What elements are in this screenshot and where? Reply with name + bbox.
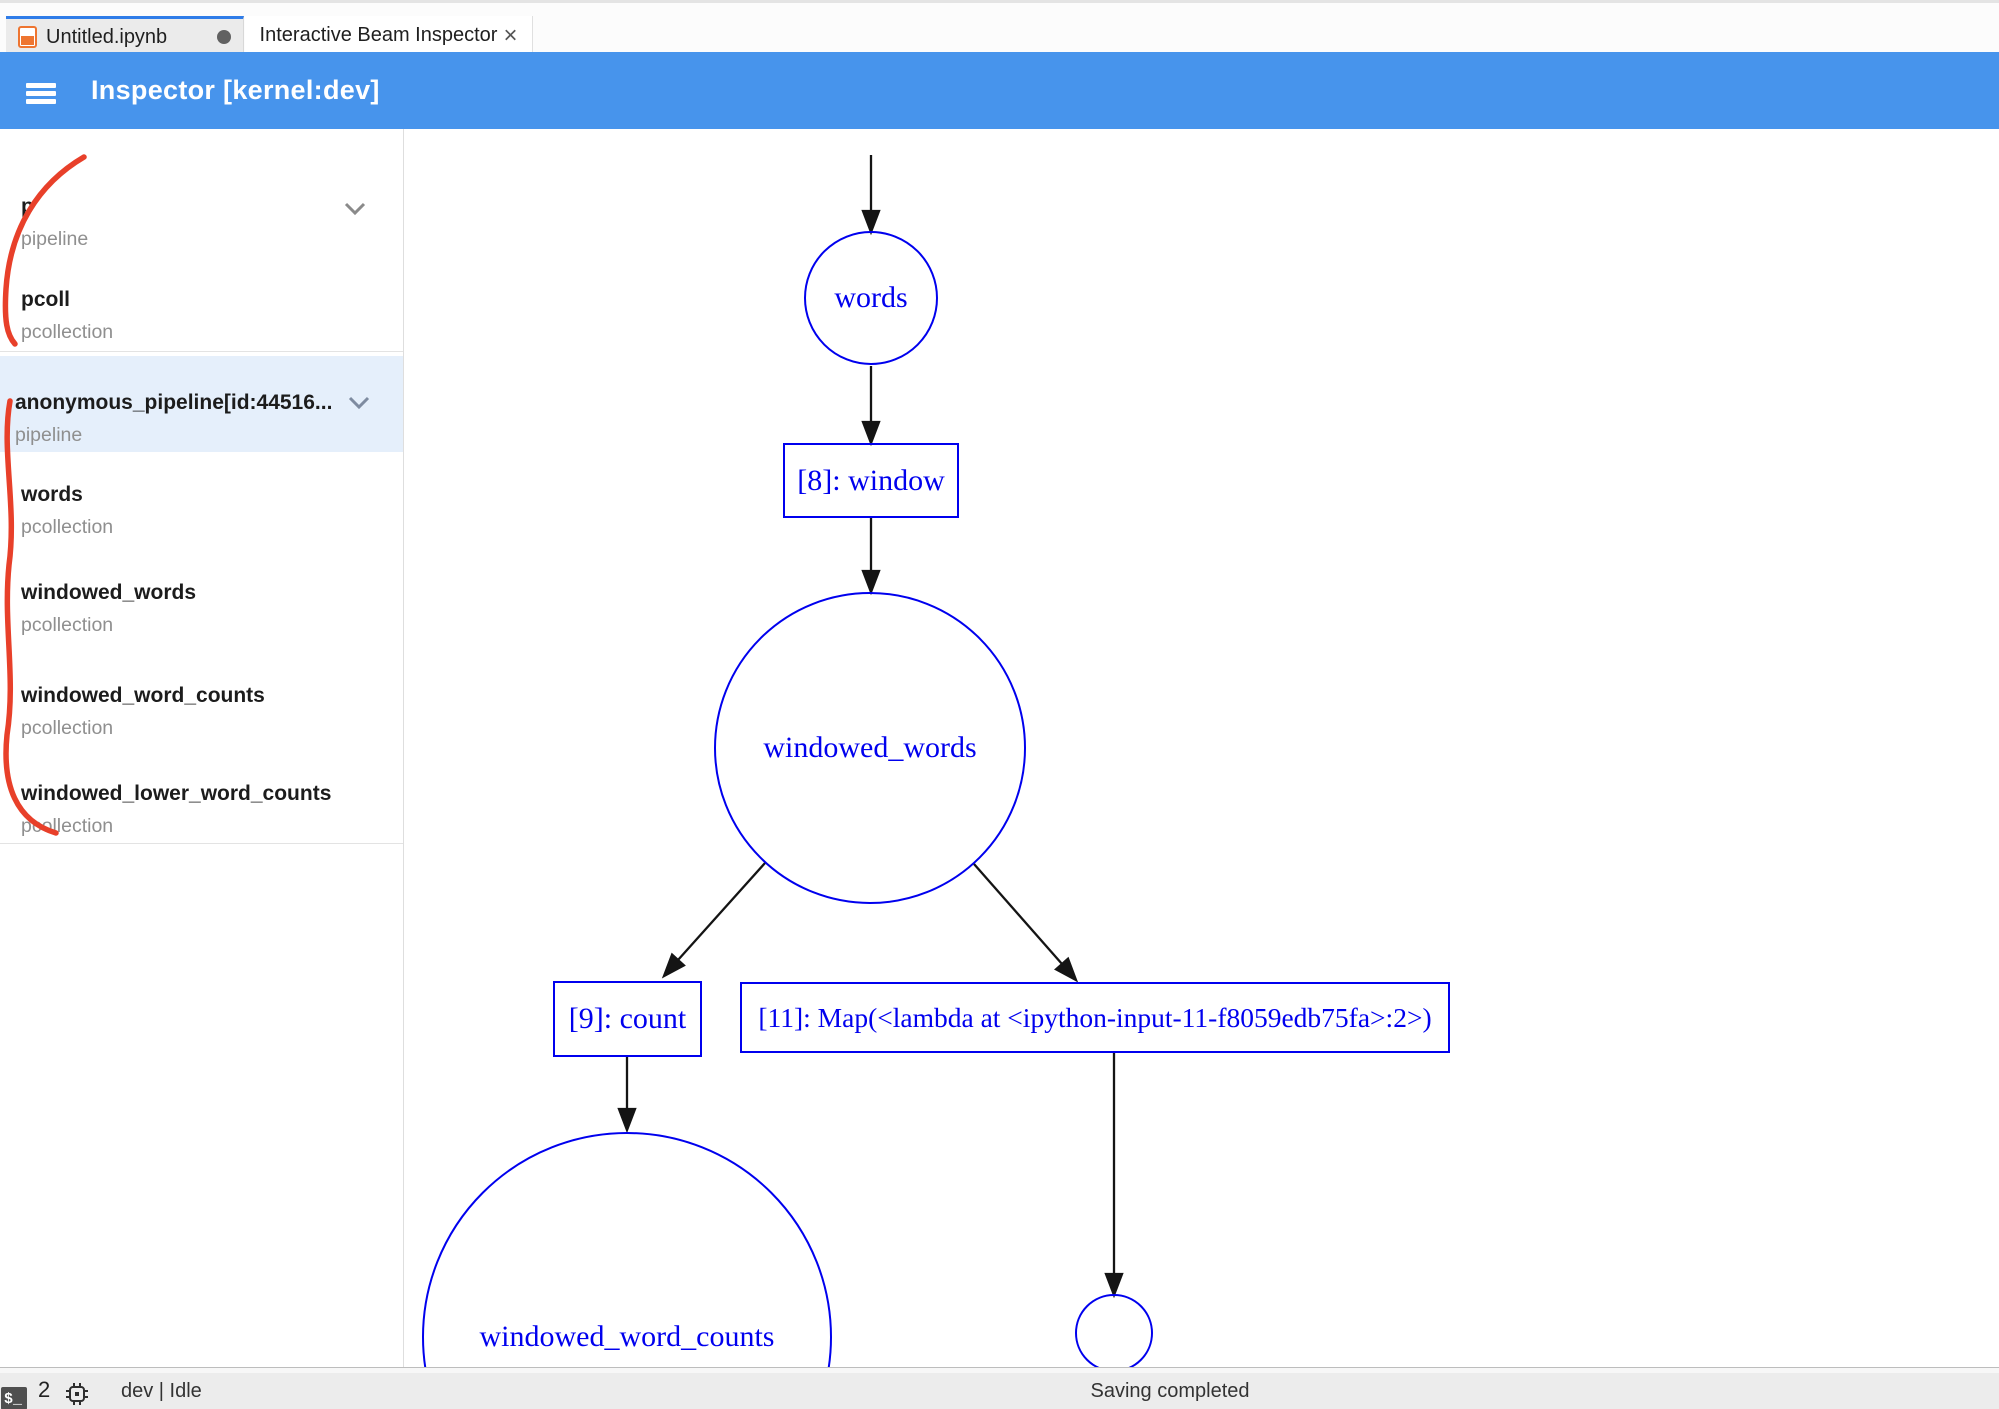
pcollection-type: pcollection [21, 614, 114, 636]
sidebar-item-windowed-words[interactable]: windowed_words pcollection [0, 579, 403, 638]
sidebar-item-words[interactable]: words pcollection [0, 481, 403, 540]
kernel-chip-icon[interactable] [65, 1382, 89, 1406]
menu-icon[interactable] [26, 83, 56, 104]
pcollection-name: words [21, 483, 83, 506]
pipeline-name: p [21, 195, 34, 218]
tab-untitled-notebook[interactable]: Untitled.ipynb [6, 16, 244, 55]
status-message: Saving completed [1090, 1380, 1250, 1402]
graph-node-words: words [804, 231, 938, 365]
graph-node-count-transform: [9]: count [553, 981, 702, 1057]
dock-tab-bar: Untitled.ipynb Interactive Beam Inspecto… [0, 0, 1999, 55]
pipeline-type: pipeline [15, 424, 83, 446]
node-label: words [834, 281, 908, 314]
sidebar-item-windowed-lower-word-counts[interactable]: windowed_lower_word_counts pcollection [0, 780, 403, 839]
tab-beam-inspector[interactable]: Interactive Beam Inspector × [245, 16, 533, 55]
node-label: windowed_word_counts [479, 1320, 775, 1353]
pcollection-name: pcoll [21, 288, 71, 311]
pcollection-type: pcollection [21, 321, 114, 343]
close-icon[interactable]: × [503, 21, 518, 49]
sidebar-item-windowed-word-counts[interactable]: windowed_word_counts pcollection [0, 682, 403, 741]
pcollection-name: windowed_lower_word_counts [21, 782, 332, 805]
pipeline-sidebar: p pipeline pcoll pcollection anonymous_p… [0, 129, 404, 1368]
tab-label: Interactive Beam Inspector [259, 24, 498, 46]
terminal-session-count[interactable]: 2 [38, 1377, 51, 1402]
terminal-icon[interactable]: $_ [1, 1387, 27, 1409]
chevron-down-icon[interactable] [347, 395, 371, 410]
kernel-status[interactable]: dev | Idle [121, 1380, 202, 1402]
pcollection-name: windowed_word_counts [21, 684, 265, 707]
sidebar-item-pcoll[interactable]: pcoll pcollection [0, 286, 403, 345]
pcollection-name: windowed_words [21, 581, 197, 604]
graph-node-windowed-words: windowed_words [714, 592, 1026, 904]
unsaved-changes-dot [217, 30, 231, 44]
graph-node-map-transform: [11]: Map(<lambda at <ipython-input-11-f… [740, 982, 1450, 1053]
status-bar: $_ 2 dev | Idle Saving completed [0, 1367, 1999, 1409]
inspector-header: Inspector [kernel:dev] [0, 52, 1999, 129]
tab-label: Untitled.ipynb [46, 25, 168, 48]
node-label: [8]: window [797, 463, 945, 497]
node-label: [11]: Map(<lambda at <ipython-input-11-f… [758, 1001, 1432, 1033]
pipeline-type: pipeline [21, 228, 89, 250]
graph-node-unnamed [1075, 1294, 1153, 1372]
node-label: [9]: count [568, 1002, 687, 1035]
graph-node-window-transform: [8]: window [783, 443, 959, 518]
sidebar-item-anonymous-pipeline[interactable]: anonymous_pipeline[id:44516... pipeline [0, 356, 403, 452]
pcollection-type: pcollection [21, 815, 114, 837]
page-title: Inspector [kernel:dev] [91, 74, 380, 105]
divider [0, 351, 403, 352]
notebook-icon [18, 26, 37, 48]
node-label: windowed_words [763, 731, 977, 764]
chevron-down-icon[interactable] [343, 201, 367, 216]
pcollection-type: pcollection [21, 516, 114, 538]
pcollection-type: pcollection [21, 717, 114, 739]
pipeline-name: anonymous_pipeline[id:44516... [15, 391, 333, 414]
divider [0, 843, 403, 844]
